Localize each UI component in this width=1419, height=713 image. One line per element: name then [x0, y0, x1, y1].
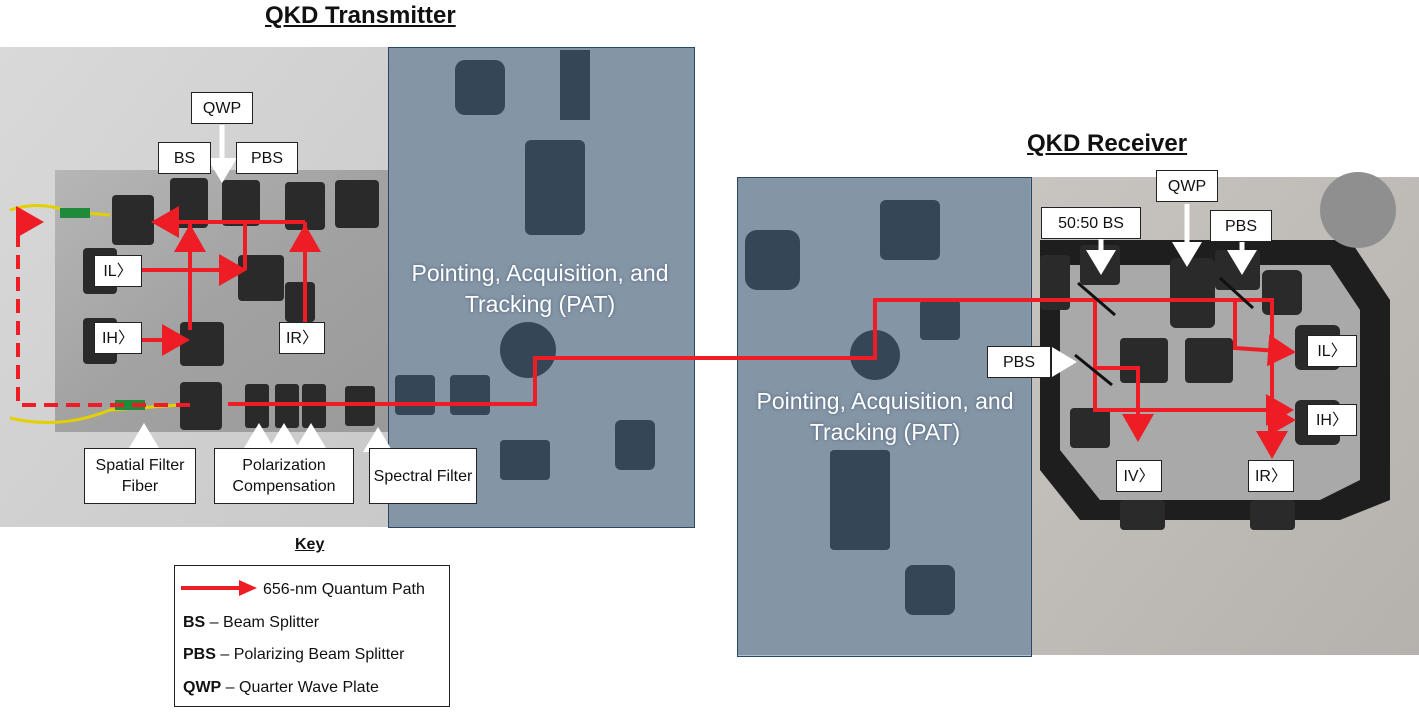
tx-state-r-label: IR〉 [279, 322, 325, 354]
legend-qwp-desc: – Quarter Wave Plate [221, 679, 379, 696]
tx-quantum-path [16, 206, 690, 407]
tx-polarization-label: Polarization Compensation [214, 448, 354, 504]
tx-bs-label: BS [158, 142, 211, 174]
legend-bs-abbr: BS [183, 614, 206, 631]
tx-spectral-filter-label: Spectral Filter [369, 448, 477, 504]
tx-pat-label: Pointing, Acquisition, and Tracking (PAT… [411, 260, 669, 317]
tx-qwp-label: QWP [191, 92, 253, 124]
tx-pbs-label: PBS [236, 142, 298, 174]
legend-bs: BS – Beam Splitter [183, 614, 319, 632]
tx-state-h-label: IH〉 [94, 322, 142, 354]
rx-state-h-label: IH〉 [1307, 404, 1357, 436]
legend-quantum-path: 656-nm Quantum Path [263, 581, 425, 598]
rx-5050-bs-label: 50:50 BS [1041, 207, 1141, 239]
legend-qwp: QWP – Quarter Wave Plate [183, 679, 379, 697]
label-pointer-arrows [129, 125, 1257, 452]
key-title: Key [295, 536, 325, 553]
transmitter-title: QKD Transmitter [265, 2, 456, 29]
legend-box: 656-nm Quantum Path BS – Beam Splitter P… [174, 565, 450, 707]
rx-qwp-label: QWP [1156, 170, 1218, 202]
legend-arrow-icon [181, 580, 257, 596]
legend-pbs: PBS – Polarizing Beam Splitter [183, 646, 404, 664]
legend-pbs-abbr: PBS [183, 646, 216, 663]
free-space-link [690, 298, 1040, 360]
rx-state-v-label: IV〉 [1116, 460, 1162, 492]
rx-quantum-path [1040, 298, 1296, 459]
rx-state-l-label: IL〉 [1307, 335, 1357, 367]
legend-pbs-desc: – Polarizing Beam Splitter [215, 646, 405, 663]
rx-pat-panel [737, 177, 1032, 657]
rx-state-r-label: IR〉 [1248, 460, 1294, 492]
tx-spatial-filter-label: Spatial Filter Fiber [84, 448, 196, 504]
rx-pbs-top-label: PBS [1210, 210, 1272, 242]
tx-state-l-label: IL〉 [94, 255, 142, 287]
rx-pbs-left-label: PBS [987, 346, 1051, 378]
receiver-title: QKD Receiver [1027, 130, 1188, 157]
tx-pat-panel [388, 47, 695, 528]
rx-pat-label: Pointing, Acquisition, and Tracking (PAT… [756, 388, 1014, 445]
legend-qwp-abbr: QWP [183, 679, 222, 696]
rx-splitter-marks [1074, 276, 1255, 387]
legend-bs-desc: – Beam Splitter [205, 614, 320, 631]
